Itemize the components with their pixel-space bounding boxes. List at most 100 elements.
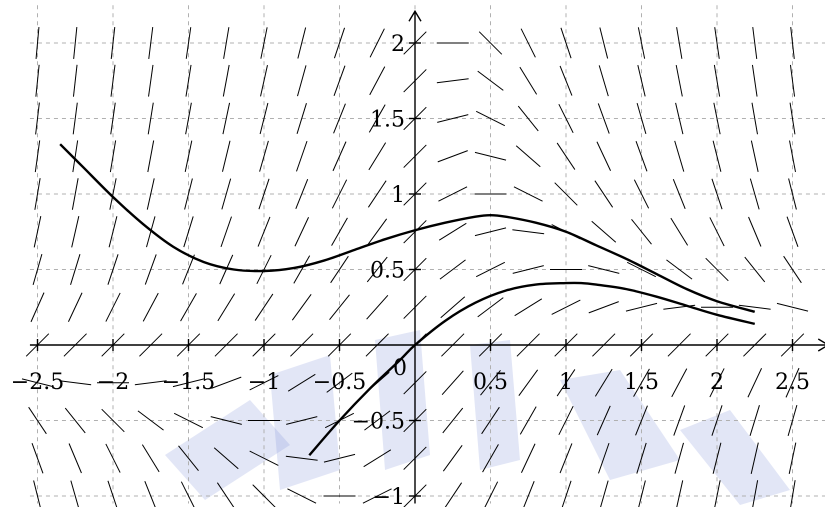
slope-segment	[512, 229, 545, 235]
slope-segment	[705, 257, 729, 282]
slope-segment	[442, 445, 463, 472]
slope-segment	[366, 294, 389, 320]
slope-segment	[184, 140, 193, 173]
slope-segment	[631, 218, 652, 245]
slope-segment	[367, 180, 387, 208]
slope-segment	[514, 298, 543, 317]
slope-segment	[333, 27, 346, 59]
slope-segment	[518, 369, 539, 396]
slope-segment	[594, 180, 614, 208]
slope-segment	[31, 443, 44, 474]
slope-segment	[210, 416, 242, 425]
slope-segment	[638, 480, 646, 507]
slope-segment	[71, 178, 79, 210]
slope-segment	[788, 178, 797, 210]
slope-segment	[147, 102, 154, 135]
slope-segment	[437, 114, 469, 123]
slope-segment	[440, 296, 466, 319]
slope-segment	[520, 28, 536, 58]
slope-segment	[712, 140, 722, 172]
slope-segment	[105, 443, 121, 473]
slope-segment	[326, 372, 353, 393]
watermark-shape	[560, 370, 680, 480]
slope-segment	[64, 407, 86, 434]
slope-segment	[438, 186, 468, 202]
slope-segment	[474, 151, 507, 161]
slope-segment	[221, 140, 231, 172]
slope-segment	[363, 449, 392, 468]
slope-segment	[68, 443, 82, 474]
slope-segment	[331, 179, 348, 209]
slope-segment	[185, 64, 192, 97]
slope-segment	[33, 215, 42, 248]
slope-segment	[148, 64, 154, 97]
slope-segment	[637, 65, 646, 97]
slope-segment	[439, 259, 466, 280]
slope-segment	[369, 28, 385, 58]
slope-segment	[30, 292, 45, 323]
slope-segment	[554, 182, 578, 206]
slope-segment	[59, 380, 92, 386]
x-tick-label: −2.5	[11, 370, 64, 395]
slope-segment	[73, 27, 78, 59]
slope-segment	[637, 27, 646, 59]
slope-segment	[185, 102, 192, 135]
slope-segment	[633, 179, 650, 209]
slope-segment	[72, 140, 79, 173]
slope-segment	[217, 293, 236, 322]
slope-segment	[368, 104, 386, 133]
slope-segment	[776, 302, 809, 312]
solution-curves	[59, 143, 756, 457]
slope-segment	[475, 261, 506, 278]
slope-segment	[441, 370, 464, 396]
x-tick-label: 1.5	[624, 370, 659, 395]
slope-segment	[296, 103, 307, 134]
slope-segment	[437, 150, 468, 163]
slope-segment	[520, 443, 536, 473]
slope-segment	[591, 220, 617, 243]
slope-segment	[714, 480, 721, 507]
slope-segment	[107, 254, 119, 285]
x-tick-label: −1.5	[162, 370, 215, 395]
x-tick-label: −0.5	[313, 370, 366, 395]
axes	[29, 9, 825, 504]
slope-segment	[482, 444, 499, 473]
slope-segment	[436, 78, 469, 84]
slope-segment	[484, 481, 499, 507]
slope-segment	[110, 102, 116, 135]
slope-segment	[259, 140, 269, 172]
slope-segment	[519, 406, 537, 435]
slope-segment	[296, 140, 308, 172]
slope-segment	[110, 27, 116, 59]
slope-segment	[222, 64, 230, 97]
slope-segment	[789, 64, 796, 97]
slope-segment	[287, 488, 317, 504]
x-tick-label: 2.5	[775, 370, 810, 395]
slope-segment	[752, 480, 759, 507]
slope-segment	[141, 444, 160, 473]
slope-segment	[333, 103, 346, 134]
slope-segment	[297, 27, 307, 59]
slope-segment	[674, 442, 684, 474]
slope-segment	[789, 102, 796, 135]
slope-segment	[260, 65, 268, 97]
slope-segment	[110, 64, 116, 97]
slope-segment	[144, 254, 157, 285]
y-tick-label: 1	[391, 183, 405, 208]
slope-segment	[477, 70, 504, 91]
slope-segment	[599, 27, 609, 59]
slope-segment	[249, 450, 279, 466]
watermark	[165, 330, 790, 505]
slope-segment	[182, 254, 195, 285]
slope-segment	[220, 216, 232, 248]
slope-segment	[674, 140, 685, 172]
slope-segment	[515, 145, 541, 168]
slope-segment	[672, 178, 686, 210]
slope-segment	[442, 407, 464, 434]
slope-segment	[671, 368, 688, 398]
slope-segment	[258, 178, 270, 210]
slope-segment	[366, 256, 388, 283]
origin-label: 0	[393, 356, 407, 381]
slope-segment	[294, 217, 310, 247]
